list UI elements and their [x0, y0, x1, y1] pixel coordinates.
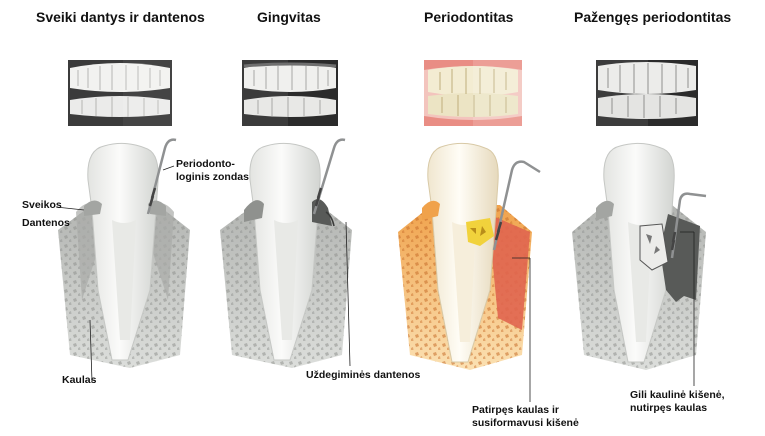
healthy-gums-label-line1: Sveikos: [22, 199, 62, 211]
gingivitis-tooth-illustration: [220, 142, 352, 368]
periodontitis-label-line2: susiformavusi kišenė: [472, 417, 579, 429]
healthy-gums-label-line2: Dantenos: [22, 217, 70, 229]
stage-title-healthy: Sveiki dantys ir dantenos: [36, 9, 205, 25]
bone-pointer-healthy: [89, 319, 93, 383]
advanced-label-line1: Gili kaulinė kišenė,: [630, 389, 725, 401]
periodontitis-label-line1: Patirpęs kaulas ir: [472, 404, 559, 416]
advanced-periodontitis-tooth-illustration: [572, 142, 706, 370]
stage-title-advanced-periodontitis: Pažengęs periodontitas: [574, 9, 732, 25]
bone-label: Kaulas: [62, 374, 97, 386]
advanced-periodontitis-teeth-photo: [596, 60, 698, 126]
stage-title-gingivitis: Gingvitas: [257, 9, 321, 25]
advanced-label-line2: nutirpęs kaulas: [630, 402, 708, 414]
healthy-teeth-photo: [68, 60, 172, 126]
probe-label-line2: loginis zondas: [176, 171, 249, 183]
periodontal-probe-periodontitis: [492, 160, 541, 251]
gum-pointer-healthy: [55, 206, 85, 211]
inflamed-gums-label: Uždegiminės dantenos: [306, 369, 421, 381]
periodontitis-teeth-photo: [424, 60, 522, 126]
inflamed-gums-pointer: [345, 221, 351, 367]
periodontal-probe-gingivitis: [312, 138, 346, 215]
periodontal-probe-advanced: [670, 192, 707, 259]
periodontal-probe-healthy: [146, 138, 177, 215]
gingivitis-teeth-photo: [242, 60, 338, 126]
periodontitis-tooth-illustration: [398, 142, 532, 370]
healthy-tooth-illustration: [58, 142, 190, 368]
stage-title-periodontitis: Periodontitas: [424, 9, 514, 25]
probe-label-line1: Periodonto-: [176, 158, 235, 170]
